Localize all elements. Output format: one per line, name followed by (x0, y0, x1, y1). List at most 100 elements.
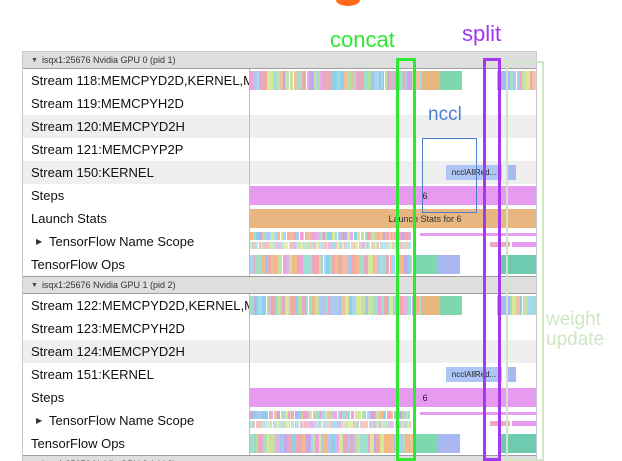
timeline-slice (355, 242, 359, 249)
timeline-slice (529, 71, 533, 90)
timeline-slice (306, 434, 311, 453)
timeline-slice (418, 296, 422, 315)
expand-caret-icon[interactable]: ▶ (36, 416, 43, 425)
timeline-slice (332, 411, 335, 419)
timeline-track[interactable] (249, 138, 536, 161)
timeline-slice (303, 242, 305, 249)
timeline-track[interactable] (249, 294, 536, 317)
expand-caret-icon[interactable]: ▶ (36, 237, 43, 246)
row-label-text: Stream 122:MEMCPYD2D,KERNEL,MI (31, 298, 249, 313)
timeline-slice (387, 421, 390, 428)
timeline-slice (405, 411, 409, 419)
timeline-track[interactable] (249, 115, 536, 138)
timeline-slice (254, 434, 257, 453)
timeline-track[interactable] (249, 432, 536, 455)
section-divider (23, 455, 536, 456)
timeline-row[interactable]: Stream 121:MEMCPYP2P (23, 138, 536, 161)
collapse-triangle-icon[interactable]: ▼ (31, 456, 38, 461)
timeline-row-label: TensorFlow Ops (23, 253, 249, 276)
timeline-slice (352, 71, 356, 90)
collapse-triangle-icon[interactable]: ▼ (31, 282, 38, 290)
timeline-slice (272, 296, 276, 315)
timeline-slice (281, 434, 284, 453)
timeline-slice (255, 296, 258, 315)
collapse-triangle-icon[interactable]: ▼ (31, 57, 38, 65)
process-header-gpu1[interactable]: ▼isqx1:25676 Nvidia GPU 1 (pid 2) (23, 277, 536, 294)
timeline-row[interactable]: ▶TensorFlow Name Scope (23, 230, 536, 253)
timeline-track[interactable] (249, 92, 536, 115)
timeline-slice (377, 232, 380, 240)
timeline-slice (272, 421, 276, 428)
timeline-slice (335, 434, 339, 453)
timeline-slice (391, 255, 396, 274)
timeline-row[interactable]: Stream 124:MEMCPYD2H (23, 340, 536, 363)
timeline-block (500, 255, 536, 274)
timeline-track[interactable]: Launch Stats for 6 (249, 207, 536, 230)
timeline-row[interactable]: Stream 118:MEMCPYD2D,KERNEL,ME (23, 69, 536, 92)
timeline-row[interactable]: Stream 119:MEMCPYH2D (23, 92, 536, 115)
timeline-row[interactable]: TensorFlow Ops (23, 253, 536, 276)
timeline-slice (320, 232, 323, 240)
timeline-slice (320, 242, 323, 249)
timeline-track[interactable] (249, 253, 536, 276)
timeline-track[interactable]: ncclAllRed... (249, 161, 536, 184)
process-header-gpu2[interactable]: ▼isqx1:25676 Nvidia GPU 2 (pid 3) (23, 456, 536, 461)
timeline-slice (411, 296, 414, 315)
timeline-row[interactable]: TensorFlow Ops (23, 432, 536, 455)
process-header-gpu0[interactable]: ▼isqx1:25676 Nvidia GPU 0 (pid 1) (23, 52, 536, 69)
timeline-slice (403, 71, 405, 90)
timeline-slice (336, 421, 339, 428)
timeline-block (250, 186, 536, 205)
timeline-block (422, 296, 440, 315)
timeline-slice (282, 255, 286, 274)
timeline-track[interactable]: ncclAllRed... (249, 363, 536, 386)
row-label-text: TensorFlow Ops (31, 257, 125, 272)
timeline-row-label: Stream 122:MEMCPYD2D,KERNEL,MI (23, 294, 249, 317)
timeline-slice (510, 296, 512, 315)
timeline-slice (360, 242, 363, 249)
timeline-slice (316, 71, 318, 90)
timeline-row[interactable]: Stream 123:MEMCPYH2D (23, 317, 536, 340)
timeline-slice (379, 232, 383, 240)
timeline-row[interactable]: ▶TensorFlow Name Scope (23, 409, 536, 432)
process-title: isqx1:25676 Nvidia GPU 0 (pid 1) (41, 55, 176, 66)
timeline-slice (530, 296, 535, 315)
timeline-track[interactable] (249, 69, 536, 92)
timeline-slice (372, 71, 375, 90)
timeline-slice (374, 242, 377, 249)
timeline-slice (394, 421, 396, 428)
timeline-slice (253, 296, 256, 315)
timeline-track[interactable]: 6 (249, 184, 536, 207)
timeline-slice (388, 242, 392, 249)
trace-viewer-panel[interactable]: ▼isqx1:25676 Nvidia GPU 0 (pid 1)Stream … (22, 51, 537, 461)
timeline-track[interactable] (249, 409, 536, 432)
timeline-row[interactable]: Stream 122:MEMCPYD2D,KERNEL,MI (23, 294, 536, 317)
timeline-block (490, 421, 510, 426)
timeline-slice (376, 411, 381, 419)
timeline-slice (370, 242, 372, 249)
timeline-track[interactable] (249, 340, 536, 363)
timeline-slice (277, 421, 279, 428)
timeline-slice (519, 71, 523, 90)
timeline-slice (270, 411, 274, 419)
timeline-slice (399, 71, 404, 90)
timeline-row[interactable]: Stream 120:MEMCPYD2H (23, 115, 536, 138)
timeline-slice (339, 71, 344, 90)
timeline-slice (250, 296, 254, 315)
timeline-slice (355, 255, 360, 274)
timeline-track[interactable]: 6 (249, 386, 536, 409)
timeline-slice (279, 242, 282, 249)
timeline-block (420, 233, 536, 236)
timeline-track[interactable] (249, 317, 536, 340)
timeline-slice (364, 255, 369, 274)
timeline-track[interactable] (249, 230, 536, 253)
timeline-slice (403, 296, 409, 315)
timeline-slice (345, 242, 348, 249)
orange-marker (336, 0, 360, 6)
timeline-slice (409, 255, 413, 274)
